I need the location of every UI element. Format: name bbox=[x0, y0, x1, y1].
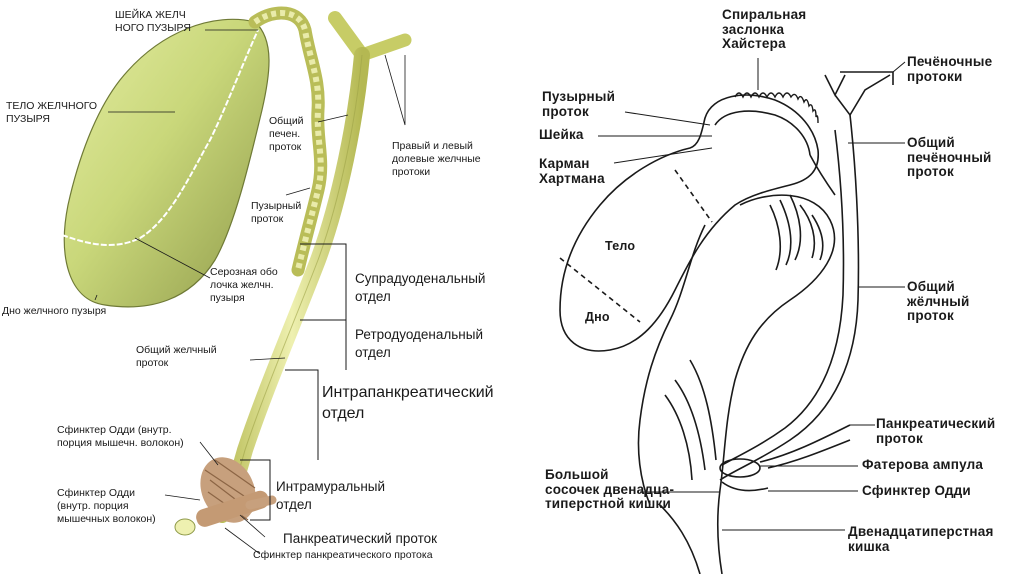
label-body: Тело bbox=[605, 239, 636, 253]
label-fundus: Дно bbox=[585, 310, 610, 324]
label-common-bile-duct-right: Общий жёлчный проток bbox=[907, 279, 970, 324]
common-bile-duct-line-outer bbox=[719, 114, 860, 481]
label-gallbladder-neck: ШЕЙКА ЖЕЛЧ НОГО ПУЗЫРЯ bbox=[115, 9, 191, 34]
label-common-bile-duct: Общий желчный проток bbox=[136, 344, 217, 369]
heister-spiral-valve bbox=[734, 92, 819, 124]
hepatic-ducts bbox=[824, 71, 894, 117]
pancreatic-duct-line bbox=[759, 424, 851, 469]
label-lobar-ducts: Правый и левый долевые желчные протоки bbox=[392, 140, 481, 178]
label-gallbladder-fundus: Дно желчного пузыря bbox=[2, 305, 107, 317]
label-duodenum: Двенадцатиперстная кишка bbox=[848, 524, 994, 554]
vater-ampulla bbox=[719, 458, 761, 478]
label-supraduodenal: Супрадуоденальный отдел bbox=[355, 271, 486, 304]
hartmann-divider bbox=[674, 169, 713, 223]
label-intramural: Интрамуральный отдел bbox=[276, 479, 386, 512]
label-serosa: Серозная обо лочка желчн. пузыря bbox=[210, 266, 278, 304]
label-pancreatic-duct: Панкреатический проток bbox=[283, 531, 438, 546]
label-heister-valve: Спиральная заслонка Хайстера bbox=[722, 7, 807, 52]
serosa-line bbox=[61, 29, 259, 247]
label-common-hepatic-duct-right: Общий печёночный проток bbox=[907, 135, 992, 180]
label-intrapancreatic: Интрапанкреатический отдел bbox=[322, 384, 494, 422]
pancreatic-duct bbox=[245, 495, 277, 510]
duodenum-coil bbox=[717, 194, 836, 574]
label-neck: Шейка bbox=[539, 127, 584, 142]
label-vater-ampulla: Фатерова ампула bbox=[862, 457, 984, 472]
label-pancreatic-duct-right: Панкреатический проток bbox=[876, 416, 996, 446]
label-sphincter-oddi-inner: Сфинктер Одди (внутр. порция мышечн. вол… bbox=[57, 424, 184, 449]
gallbladder bbox=[63, 18, 270, 308]
label-retroduodenal: Ретродуоденальный отдел bbox=[355, 327, 484, 360]
label-pancreatic-sphincter: Сфинктер панкреатического протока bbox=[253, 549, 433, 561]
label-major-papilla: Большой сосочек двенадца- типерстной киш… bbox=[545, 467, 675, 512]
common-bile-duct-line-inner bbox=[721, 129, 845, 466]
label-hepatic-ducts: Печёночные протоки bbox=[907, 54, 993, 84]
section-bracket bbox=[240, 243, 347, 521]
label-sphincter-oddi-outer: Сфинктер Одди (внутр. порция мышечных во… bbox=[57, 487, 156, 525]
oddi-sphincter bbox=[721, 481, 769, 492]
label-cystic-duct-right: Пузырный проток bbox=[542, 89, 616, 119]
label-hartmann-pouch: Карман Хартмана bbox=[539, 156, 605, 186]
label-gallbladder-body: ТЕЛО ЖЕЛЧНОГО ПУЗЫРЯ bbox=[6, 100, 97, 125]
gallbladder-outline bbox=[559, 94, 819, 352]
sphincter-muscle bbox=[174, 457, 269, 536]
left-leader-lines bbox=[94, 29, 406, 555]
body-fundus-divider bbox=[559, 257, 641, 323]
label-cystic-duct: Пузырный проток bbox=[251, 200, 302, 225]
label-common-hepatic-duct: Общий печен. проток bbox=[269, 115, 304, 153]
right-leader-lines bbox=[598, 58, 906, 531]
label-sphincter-oddi-right: Сфинктер Одди bbox=[862, 483, 971, 498]
